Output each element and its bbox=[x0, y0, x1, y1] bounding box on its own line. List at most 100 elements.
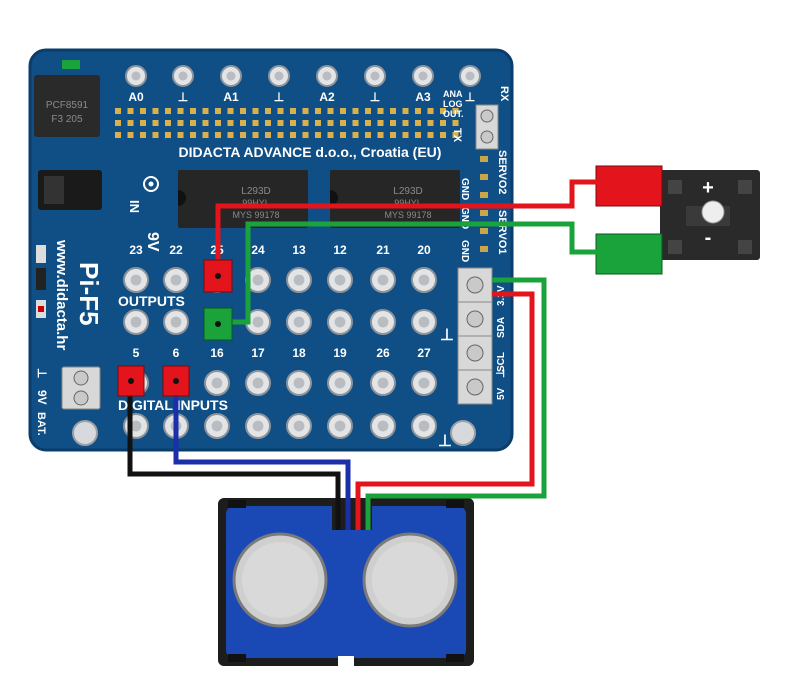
polarity-icon bbox=[143, 176, 159, 192]
via-dot bbox=[177, 108, 184, 114]
via-dot bbox=[327, 120, 334, 126]
via-dot bbox=[302, 108, 309, 114]
via-grid bbox=[115, 108, 459, 138]
via-dot bbox=[215, 108, 221, 114]
wires bbox=[127, 179, 600, 530]
via-dot bbox=[252, 108, 259, 114]
via-dot bbox=[427, 120, 434, 126]
digital-inputs-label: DIGITAL INPUTS bbox=[118, 397, 228, 413]
via-dot bbox=[127, 120, 134, 126]
i2c-gnd: ⊥ bbox=[495, 368, 507, 378]
via-dot bbox=[127, 108, 134, 114]
via-dot bbox=[415, 108, 421, 114]
via-dot bbox=[127, 132, 134, 138]
via-dot bbox=[352, 120, 359, 126]
website-label: www.didacta.hr bbox=[53, 239, 70, 350]
via-dot bbox=[340, 108, 346, 114]
via-dot bbox=[340, 120, 346, 126]
mounting-hole bbox=[450, 420, 476, 446]
via-dot bbox=[290, 108, 296, 114]
via-dot bbox=[352, 108, 359, 114]
servo-header: GND SERVO2 GND SERVO1 GND bbox=[459, 150, 508, 262]
label-a1: A1 bbox=[223, 90, 239, 104]
via-dot bbox=[327, 108, 334, 114]
via-dot bbox=[240, 132, 246, 138]
via-dot bbox=[227, 108, 234, 114]
ultrasonic-sensor bbox=[218, 498, 474, 668]
i2c-scl: SCL bbox=[496, 352, 507, 372]
via-dot bbox=[265, 108, 271, 114]
chip2-line-1: L293D bbox=[393, 186, 422, 197]
chip1-line-2: 99HYL bbox=[242, 198, 270, 208]
via-dot bbox=[252, 120, 259, 126]
dc-power-jack bbox=[38, 170, 102, 210]
via-dot bbox=[165, 132, 171, 138]
via-dot bbox=[452, 108, 459, 114]
motor-driver-chip-1: L293D 99HYL MYS 99178 bbox=[178, 170, 308, 228]
via-dot bbox=[265, 120, 271, 126]
pin-label-13: 13 bbox=[292, 243, 306, 257]
pin-label-21: 21 bbox=[376, 243, 390, 257]
pin-label-23: 23 bbox=[129, 243, 143, 257]
via-dot bbox=[165, 108, 171, 114]
via-dot bbox=[377, 108, 384, 114]
adc-chip: PCF8591 F3 205 bbox=[34, 60, 100, 137]
servo-gnd-1: GND bbox=[459, 178, 470, 200]
pin-label-18: 18 bbox=[292, 346, 306, 360]
via-dot bbox=[302, 132, 309, 138]
red-connector bbox=[595, 165, 663, 207]
servo1-label: SERVO1 bbox=[496, 210, 508, 254]
via-dot bbox=[402, 120, 409, 126]
power-in-sub: IN bbox=[127, 200, 142, 213]
outputs-label: OUTPUTS bbox=[118, 293, 185, 309]
via-dot bbox=[152, 132, 159, 138]
plug-red-output25 bbox=[203, 259, 233, 293]
pin-label-22: 22 bbox=[169, 243, 183, 257]
pin-label-5: 5 bbox=[133, 346, 140, 360]
buzzer-plus: + bbox=[702, 177, 714, 199]
serial-out: OUT. bbox=[443, 109, 464, 119]
pin-label-16: 16 bbox=[210, 346, 224, 360]
pin-label-12: 12 bbox=[333, 243, 347, 257]
via-dot bbox=[290, 120, 296, 126]
via-dot bbox=[315, 120, 321, 126]
via-dot bbox=[165, 120, 171, 126]
battery-terminal: ⊥ 9V BAT. bbox=[35, 366, 101, 436]
adc-chip-line-2: F3 205 bbox=[51, 114, 83, 125]
chip1-line-1: L293D bbox=[241, 186, 270, 197]
via-dot bbox=[152, 120, 159, 126]
outputs-gnd-label: ⊥ bbox=[440, 327, 454, 344]
via-dot bbox=[240, 120, 246, 126]
via-dot bbox=[415, 132, 421, 138]
via-dot bbox=[452, 132, 459, 138]
label-gnd: ⊥ bbox=[370, 90, 380, 104]
buzzer-module: + - bbox=[595, 165, 760, 275]
via-dot bbox=[115, 120, 121, 126]
via-dot bbox=[177, 120, 184, 126]
serial-ana: ANA bbox=[443, 89, 463, 99]
pin-label-20: 20 bbox=[417, 243, 431, 257]
pin-label-6: 6 bbox=[173, 346, 180, 360]
led-icon bbox=[701, 200, 725, 224]
pin-label-24: 24 bbox=[251, 243, 265, 257]
servo-gnd-3: GND bbox=[459, 240, 470, 262]
pin-label-17: 17 bbox=[251, 346, 265, 360]
label-gnd: ⊥ bbox=[465, 90, 475, 104]
via-dot bbox=[190, 120, 196, 126]
via-dot bbox=[140, 132, 146, 138]
via-dot bbox=[277, 108, 284, 114]
via-dot bbox=[140, 120, 146, 126]
via-dot bbox=[327, 132, 334, 138]
via-dot bbox=[115, 108, 121, 114]
battery-gnd: ⊥ bbox=[35, 368, 49, 378]
label-a0: A0 bbox=[128, 90, 144, 104]
servo-gnd-2: GND bbox=[459, 207, 470, 229]
buzzer-minus: - bbox=[705, 227, 712, 249]
via-dot bbox=[202, 120, 209, 126]
via-dot bbox=[315, 108, 321, 114]
serial-log: LOG bbox=[443, 99, 463, 109]
i2c-terminal-block: 3.3V SDA SCL 5V ⊥ bbox=[457, 267, 507, 405]
analog-header-labels: A0 ⊥ A1 ⊥ A2 ⊥ A3 ⊥ bbox=[128, 90, 475, 104]
power-in-label: 9V bbox=[144, 232, 161, 252]
via-dot bbox=[302, 120, 309, 126]
